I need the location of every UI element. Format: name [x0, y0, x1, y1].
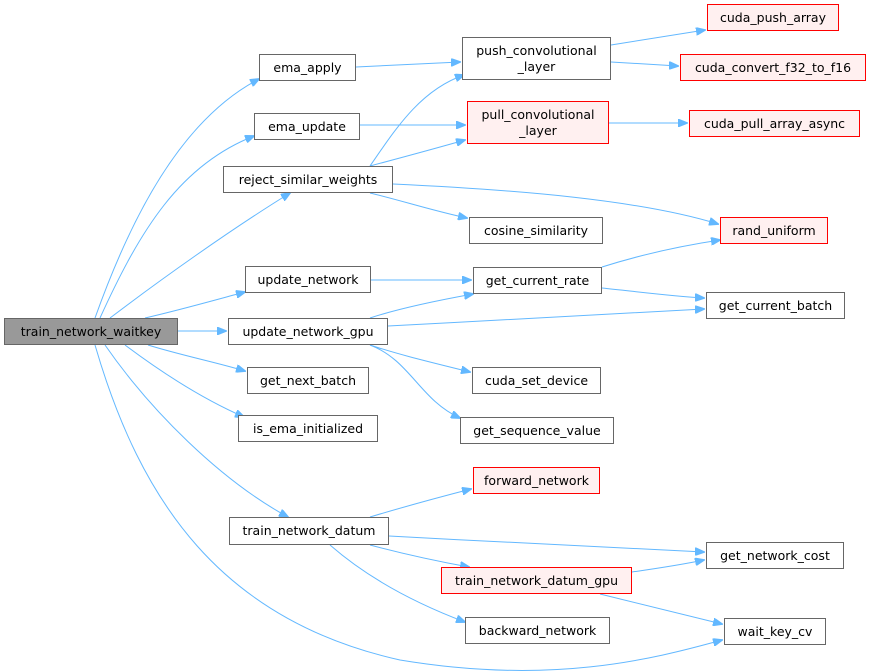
edge-waitkey-wait-key-cv	[94, 344, 722, 671]
edge-reject-cosine	[369, 192, 467, 218]
node-forward-network[interactable]: forward_network	[473, 467, 600, 494]
edge-reject-rand-uniform	[392, 183, 718, 224]
edge-waitkey-train-network-datum	[104, 344, 288, 517]
edge-datum-gpu-get-network-cost	[631, 560, 704, 573]
node-ema-update[interactable]: ema_update	[254, 113, 360, 140]
edge-waitkey-ema-apply	[94, 79, 259, 319]
edge-reject-pull	[369, 140, 465, 167]
node-is-ema-initialized[interactable]: is_ema_initialized	[238, 415, 378, 442]
node-update-network[interactable]: update_network	[245, 266, 371, 293]
node-wait-key-cv[interactable]: wait_key_cv	[724, 618, 826, 645]
node-ema-apply[interactable]: ema_apply	[259, 54, 356, 81]
node-cuda-convert-f32-to-f16[interactable]: cuda_convert_f32_to_f16	[680, 54, 866, 81]
edge-waitkey-is-ema-initialized	[124, 344, 244, 417]
edge-datum-train-network-datum-gpu	[369, 544, 469, 567]
edge-update-gpu-get-current-rate	[369, 294, 473, 319]
edge-waitkey-update-network	[144, 292, 245, 319]
node-train-network-datum[interactable]: train_network_datum	[229, 517, 389, 545]
edge-datum-forward-network	[369, 489, 471, 518]
edge-ema-apply-push	[355, 62, 460, 68]
edge-waitkey-ema-update	[99, 136, 254, 319]
node-cuda-pull-array-async[interactable]: cuda_pull_array_async	[689, 110, 860, 137]
node-get-sequence-value[interactable]: get_sequence_value	[460, 417, 614, 444]
node-cosine-similarity[interactable]: cosine_similarity	[469, 217, 603, 244]
edge-update-gpu-get-current-batch	[387, 309, 704, 327]
node-get-current-rate[interactable]: get_current_rate	[473, 267, 602, 294]
node-get-next-batch[interactable]: get_next_batch	[247, 367, 369, 394]
node-rand-uniform[interactable]: rand_uniform	[720, 217, 828, 244]
node-cuda-push-array[interactable]: cuda_push_array	[707, 4, 839, 31]
edge-rate-rand-uniform	[601, 240, 720, 268]
node-reject-similar-weights[interactable]: reject_similar_weights	[223, 166, 393, 193]
edge-push-cuda-push-array	[610, 30, 705, 46]
node-train-network-waitkey[interactable]: train_network_waitkey	[4, 318, 178, 345]
node-get-network-cost[interactable]: get_network_cost	[706, 542, 844, 569]
node-update-network-gpu[interactable]: update_network_gpu	[228, 318, 388, 345]
edge-waitkey-get-next-batch	[147, 344, 245, 371]
node-pull-convolutional-layer[interactable]: pull_convolutional _layer	[467, 101, 609, 144]
edge-push-cuda-convert	[610, 62, 678, 66]
edge-reject-push	[369, 75, 464, 167]
edge-update-gpu-get-sequence-value	[369, 344, 460, 418]
edge-datum-get-network-cost	[388, 535, 704, 552]
edge-waitkey-reject-similar-weights	[109, 193, 290, 319]
edge-datum-backward-network	[329, 544, 465, 622]
edge-update-gpu-cuda-set-device	[369, 344, 470, 372]
edge-datum-gpu-wait-key-cv	[599, 593, 722, 624]
node-backward-network[interactable]: backward_network	[465, 617, 610, 644]
node-get-current-batch[interactable]: get_current_batch	[706, 292, 845, 319]
node-push-convolutional-layer[interactable]: push_convolutional _layer	[462, 37, 611, 80]
node-cuda-set-device[interactable]: cuda_set_device	[472, 367, 601, 394]
node-train-network-datum-gpu[interactable]: train_network_datum_gpu	[441, 567, 632, 594]
edge-rate-get-current-batch	[601, 287, 704, 298]
